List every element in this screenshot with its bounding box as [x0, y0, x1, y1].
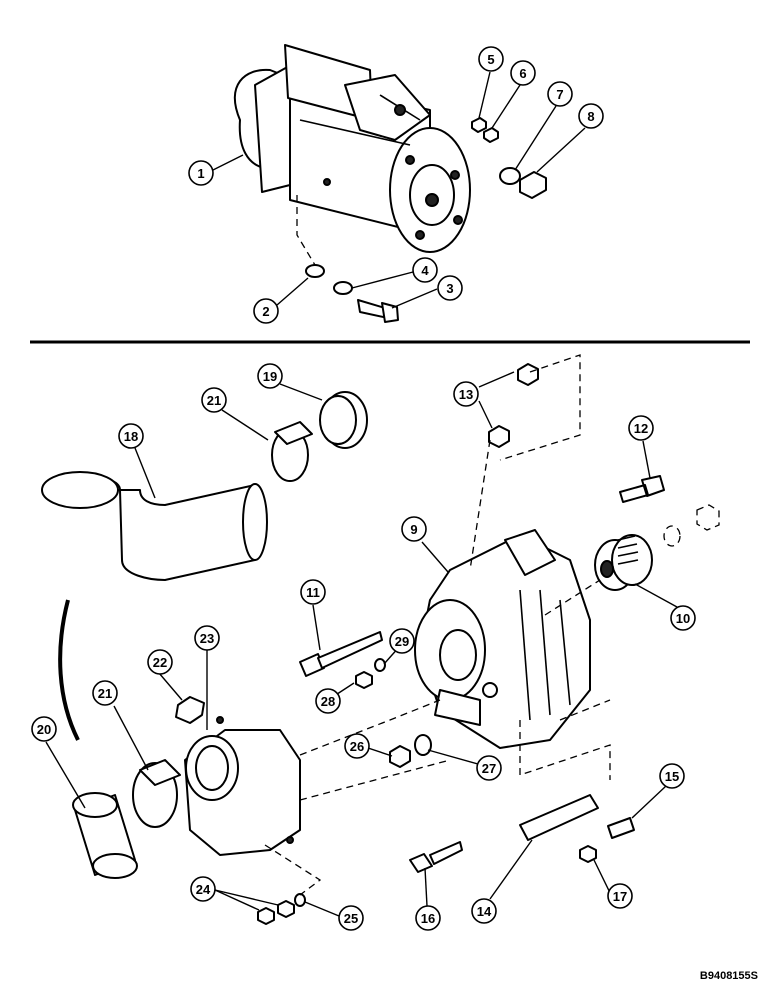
- assembly-lines: [264, 354, 611, 896]
- air-housing-23: [184, 716, 301, 856]
- assembly-arrow: [58, 599, 80, 741]
- bolt-12: [619, 475, 665, 503]
- callout-6: 6: [510, 60, 536, 86]
- callout-29: 29: [389, 628, 415, 654]
- callout-18: 18: [118, 423, 144, 449]
- fasteners-24-25: [257, 893, 306, 925]
- callout-7: 7: [547, 81, 573, 107]
- callout-11: 11: [300, 579, 326, 605]
- svg-text:21: 21: [207, 393, 221, 408]
- fasteners-26-29: [355, 658, 432, 768]
- svg-text:6: 6: [519, 66, 526, 81]
- svg-text:14: 14: [477, 904, 492, 919]
- callout-17: 17: [607, 883, 633, 909]
- callout-14: 14: [471, 898, 497, 924]
- svg-text:10: 10: [676, 611, 690, 626]
- nuts-13: [488, 363, 539, 448]
- svg-text:1: 1: [197, 166, 204, 181]
- callout-4: 4: [412, 257, 438, 283]
- alternator-9: [414, 529, 591, 749]
- svg-text:23: 23: [200, 631, 214, 646]
- svg-text:26: 26: [350, 739, 364, 754]
- svg-text:7: 7: [556, 87, 563, 102]
- svg-text:27: 27: [482, 761, 496, 776]
- svg-text:22: 22: [153, 655, 167, 670]
- callout-10: 10: [670, 605, 696, 631]
- svg-text:19: 19: [263, 369, 277, 384]
- callout-13: 13: [453, 381, 479, 407]
- callout-8: 8: [578, 103, 604, 129]
- svg-text:25: 25: [344, 911, 358, 926]
- callout-27: 27: [476, 755, 502, 781]
- svg-text:2: 2: [262, 304, 269, 319]
- callout-24: 24: [190, 876, 216, 902]
- callout-23: 23: [194, 625, 220, 651]
- lockwasher-4: [333, 281, 353, 295]
- callout-3: 3: [437, 275, 463, 301]
- clamp-and-sleeve: [271, 391, 368, 482]
- bracket-hardware: [409, 794, 635, 873]
- cap-20: [72, 792, 138, 879]
- callout-22: 22: [147, 649, 173, 675]
- callout-19: 19: [257, 363, 283, 389]
- starter-motor: [233, 44, 471, 253]
- callout-28: 28: [315, 688, 341, 714]
- grommet-22: [175, 696, 205, 724]
- svg-text:8: 8: [587, 109, 594, 124]
- callout-15: 15: [659, 763, 685, 789]
- svg-text:5: 5: [487, 52, 494, 67]
- callout-9: 9: [401, 516, 427, 542]
- pulley-hardware: [663, 504, 720, 547]
- callout-12: 12: [628, 415, 654, 441]
- callout-1: 1: [188, 160, 214, 186]
- elbow-hose-18: [41, 471, 268, 581]
- bottom-leaders: [45, 371, 678, 917]
- bolt-11: [299, 631, 383, 677]
- washer-2: [305, 264, 325, 278]
- svg-text:15: 15: [665, 769, 679, 784]
- callout-21-lower: 21: [92, 680, 118, 706]
- terminal-hardware: [471, 117, 547, 199]
- svg-text:9: 9: [410, 522, 417, 537]
- svg-text:28: 28: [321, 694, 335, 709]
- svg-text:24: 24: [196, 882, 211, 897]
- svg-text:18: 18: [124, 429, 138, 444]
- drawing-number: B9408155S: [699, 970, 758, 982]
- svg-text:11: 11: [306, 585, 320, 600]
- callout-16: 16: [415, 905, 441, 931]
- clamp-lower: [132, 759, 181, 828]
- svg-text:20: 20: [37, 722, 51, 737]
- callout-26: 26: [344, 733, 370, 759]
- callout-20: 20: [31, 716, 57, 742]
- svg-text:21: 21: [98, 686, 112, 701]
- callout-25: 25: [338, 905, 364, 931]
- callout-21-upper: 21: [201, 387, 227, 413]
- svg-text:17: 17: [613, 889, 627, 904]
- pulley-10: [594, 534, 653, 591]
- top-leaders: [212, 71, 586, 309]
- callout-5: 5: [478, 46, 504, 72]
- svg-text:29: 29: [395, 634, 409, 649]
- svg-text:16: 16: [421, 911, 435, 926]
- svg-text:12: 12: [634, 421, 648, 436]
- svg-text:13: 13: [459, 387, 473, 402]
- callout-2: 2: [253, 298, 279, 324]
- svg-text:3: 3: [446, 281, 453, 296]
- svg-text:4: 4: [421, 263, 429, 278]
